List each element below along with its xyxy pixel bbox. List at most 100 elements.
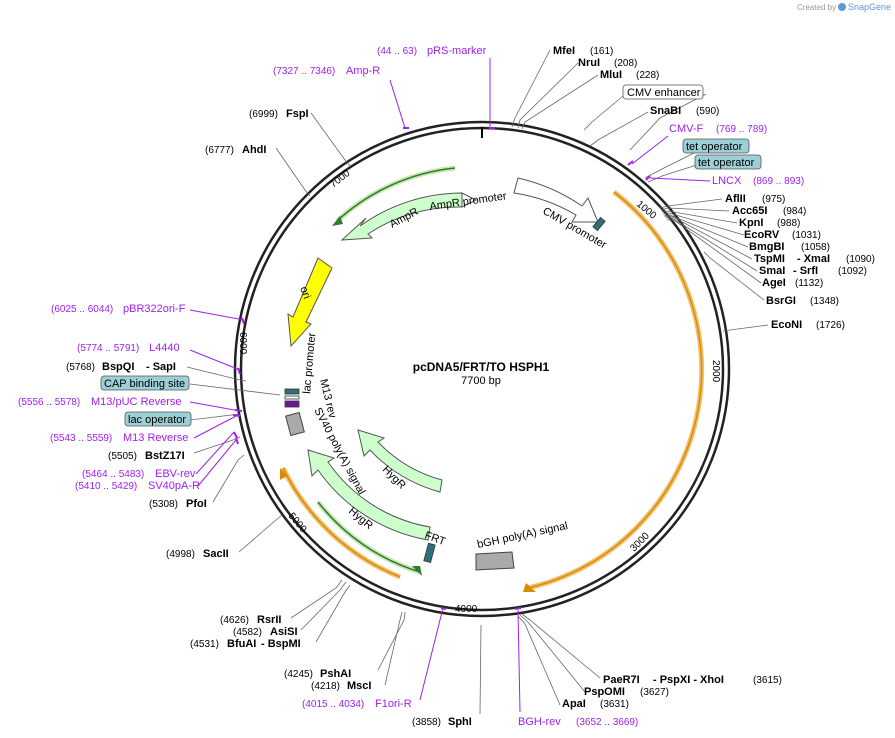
primer-m13-reverse: M13 Reverse [123,432,188,444]
site-sacii: SacII [203,548,229,560]
hygr-feature-arrow-1[interactable] [357,429,443,493]
site-econi: EcoNI [771,319,802,331]
ori-label: ori [297,285,312,301]
site-sacii-pos: (4998) [166,549,195,560]
ampr-promoter-label: AmpR promoter [429,190,508,213]
site-bstz17i: BstZ17I [145,450,185,462]
site-mlui-pos: (228) [636,70,659,81]
primer-bgh-rev-pos: (3652 .. 3669) [576,717,638,728]
site-mfei: MfeI [553,45,575,57]
site-msci: MscI [347,680,371,692]
site-apai-pos: (3631) [600,699,629,710]
site-bmgbi: BmgBI [749,241,784,253]
hygr-feature-arrow-2[interactable] [307,449,431,541]
cap-site-mark [284,388,300,395]
cap-binding-site-box [100,375,190,391]
site-pspomi: PspOMI [584,686,625,698]
site-fspi-pos: (6999) [249,109,278,120]
site-sphi: SphI [448,716,472,728]
site-bstz17i-pos: (5505) [108,451,137,462]
primer-prs-marker-pos: (44 .. 63) [377,46,417,57]
site-bspqi: BspQI [102,361,134,373]
sv40-polya-box[interactable] [285,411,305,437]
lac-promoter-mark [284,395,300,400]
bgh-polya-box[interactable] [475,551,515,571]
site-asisi: AsiSI [270,626,298,638]
hygr-orf-arrowhead [412,566,422,576]
site-leader-lines [186,49,769,715]
primer-amp-r: Amp-R [346,65,380,77]
tick-7000: 7000 [328,168,353,191]
site-smai-sep: - SrfI [793,265,818,277]
site-msci-pos: (4218) [311,681,340,692]
site-mfei-pos: (161) [590,46,613,57]
site-kpni: KpnI [739,217,763,229]
plasmid-length: 7700 bp [461,375,501,387]
site-ecorv: EcoRV [744,229,780,241]
tet-operator-mark [592,216,606,232]
primer-m13-puc-reverse-pos: (5556 .. 5578) [18,397,80,408]
hsph1-orf-arrowhead [523,583,536,592]
site-acc65i-pos: (984) [783,206,806,217]
site-ecorv-pos: (1031) [792,230,821,241]
tick-2000: 2000 [710,360,721,383]
lac-operator-box [124,411,192,427]
ampr-feature-arrow[interactable] [340,192,463,241]
hygr-orf-arc [317,501,421,573]
site-agei: AgeI [762,277,786,289]
site-paer7i: PaeR7I [603,674,640,686]
primer-f1ori-r-pos: (4015 .. 4034) [302,699,364,710]
plasmid-name: pcDNA5/FRT/TO HSPH1 [413,360,550,374]
boxed-feature-labels: CMV enhancer tet operator tet operator C… [100,84,762,427]
frt-mark[interactable] [423,542,436,563]
primer-ebv-rev: EBV-rev [155,468,196,480]
site-aflii-pos: (975) [762,194,785,205]
site-bfuai-sep: - BspMI [261,638,301,650]
site-smai-pos: (1092) [838,266,867,277]
site-bfuai-pos: (4531) [190,639,219,650]
site-econi-pos: (1726) [816,320,845,331]
site-bspqi-pos: (5768) [66,362,95,373]
site-bfuai: BfuAI [227,638,256,650]
primer-sv40pa-r-pos: (5410 .. 5429) [75,481,137,492]
lac-promoter-label: lac promoter [301,332,318,394]
site-smai: SmaI [759,265,785,277]
ampr-orf-arc [336,167,456,222]
primer-leader-lines [189,58,711,713]
site-kpni-pos: (988) [777,218,800,229]
lower-left-orf-arrowhead [280,468,287,480]
tick-4000: 4000 [455,604,478,615]
site-mlui: MluI [600,69,622,81]
site-snabi: SnaBI [650,105,681,117]
primer-pbr322ori-f: pBR322ori-F [123,303,186,315]
lower-left-orf-arc [282,467,401,578]
primer-l4440: L4440 [149,342,180,354]
cmv-enhancer-label: CMV enhancer [627,87,701,99]
site-asisi-pos: (4582) [233,627,262,638]
ampr-promoter-arrow[interactable] [461,192,478,208]
site-pfoi-pos: (5308) [149,499,178,510]
cmv-promoter-arrow[interactable] [513,177,599,223]
primer-cmv-f-pos: (769 .. 789) [716,124,767,135]
primer-bgh-rev: BGH-rev [518,716,561,728]
primer-lncx: LNCX [712,175,742,187]
site-labels: MfeI (161) NruI (208) MluI (228) SnaBI (… [66,45,875,728]
site-pfoi: PfoI [186,498,207,510]
site-bsrgi: BsrGI [766,295,796,307]
primer-l4440-pos: (5774 .. 5791) [77,343,139,354]
snapgene-brand: SnapGene [848,2,891,12]
primer-labels: (44 .. 63) pRS-marker (7327 .. 7346) Amp… [18,45,804,728]
lac-operator-mark [284,400,300,408]
site-tspmi: TspMI [754,253,785,265]
site-bmgbi-pos: (1058) [801,242,830,253]
primer-cmv-f: CMV-F [669,123,704,135]
tet-operator-label-2: tet operator [698,157,755,169]
site-agei-pos: (1132) [795,278,823,289]
site-sphi-pos: (3858) [412,717,441,728]
site-bspqi-sep: - SapI [146,361,176,373]
bgh-polya-label: bGH poly(A) signal [476,520,569,551]
ori-feature-arrow[interactable] [287,257,333,348]
primer-marks [232,127,651,610]
backbone-outer-ring [233,120,731,618]
